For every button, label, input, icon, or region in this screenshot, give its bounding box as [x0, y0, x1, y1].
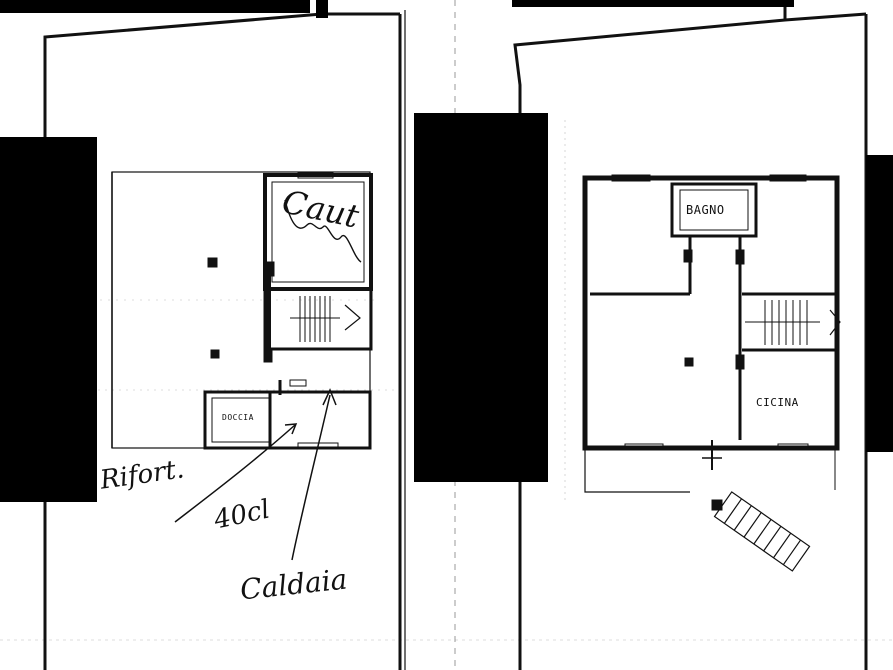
- floor-plan-right: [582, 174, 841, 572]
- handwritten-arrows: [174, 388, 337, 561]
- room-label-doccia: DOCCIA: [222, 413, 254, 422]
- floor-plan-left: [111, 171, 373, 450]
- handwritten-scribble-top: [284, 199, 362, 263]
- room-label-bagno: BAGNO: [686, 203, 725, 217]
- redaction-block-left: [0, 137, 97, 502]
- top-bar-right: [512, 0, 794, 7]
- redaction-block-center: [414, 113, 548, 482]
- lot-boundary-left: [43, 0, 406, 670]
- top-bar-left: [0, 0, 310, 13]
- lot-boundary-right: [513, 0, 868, 670]
- redaction-block-right: [866, 155, 893, 452]
- room-label-cucina: CICINA: [756, 396, 799, 409]
